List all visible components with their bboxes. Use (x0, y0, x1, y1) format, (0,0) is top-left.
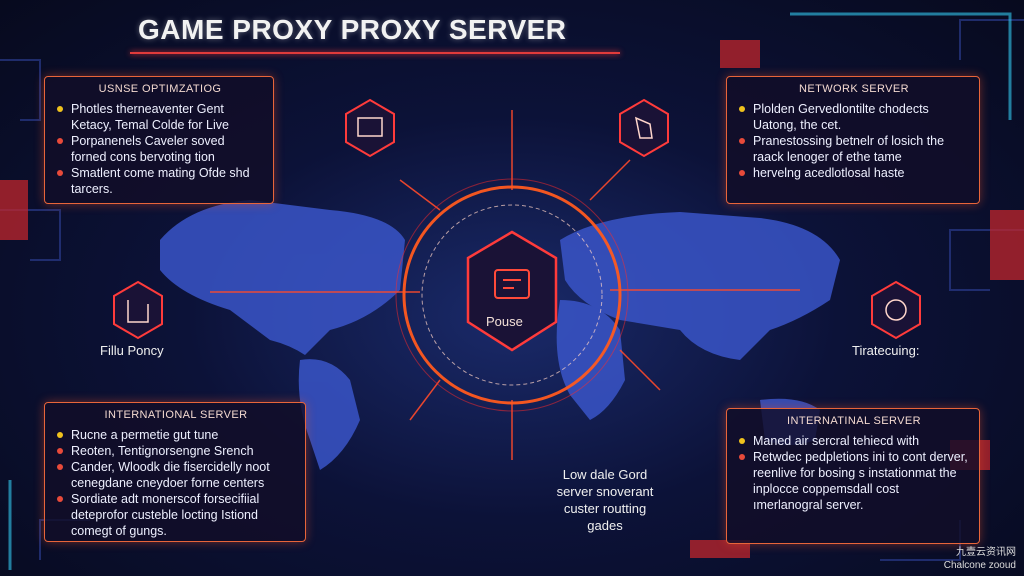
watermark-line: Chalcone zooud (943, 560, 1016, 571)
list-item: Cander, Wloodk die fisercidelly noot cen… (57, 459, 295, 491)
panel-title: INTERNATIONAL SERVER (104, 409, 248, 421)
right-label: Tiratecuing: (852, 343, 920, 358)
list-item: Porpanenels Caveler soved forned cons be… (57, 133, 263, 165)
note-line: custer routting (563, 501, 647, 516)
panel-usage-optimization: USNSE OPTIMZATIOG Photles therneaventer … (44, 76, 274, 204)
panel-network-server: NETWORK SERVER Plolden Gervedlontilte ch… (726, 76, 980, 204)
list-item: Reoten, Tentignorsengne Srench (57, 443, 295, 459)
panel-title: NETWORK SERVER (799, 83, 909, 95)
watermark: 九壹云资讯网 Chalcone zooud (944, 546, 1016, 572)
panel-international-server-right: INTERNATINAL SERVER Maned air sercral te… (726, 408, 980, 544)
panel-title: USNSE OPTIMZATIOG (98, 83, 222, 95)
watermark-line: 九壹云资讯网 (956, 547, 1016, 558)
center-label: Pouse (486, 314, 523, 329)
list-item: Pranestossing betnelr of losich the raac… (739, 133, 969, 165)
bottom-note: Low dale Gord server snoverant custer ro… (540, 466, 670, 534)
page-title: GAME PROXY PROXY SERVER (138, 14, 567, 45)
title-underline (130, 52, 620, 54)
list-item: Smatlent come mating Ofde shd tarcers. (57, 165, 263, 197)
note-line: gades (587, 518, 623, 533)
note-line: server snoverant (556, 484, 654, 499)
panel-international-server-left: INTERNATIONAL SERVER Rucne a permetie gu… (44, 402, 306, 542)
list-item: Maned air sercral tehiecd with (739, 433, 969, 449)
list-item: hervelng acedlotlosal haste (739, 165, 969, 181)
list-item: Sordiate adt monerscof forsecifiial dete… (57, 491, 295, 539)
panel-title: INTERNATINAL SERVER (787, 415, 921, 427)
note-line: Low dale Gord (562, 467, 648, 482)
list-item: Retwdec pedpletions ini to cont derver, … (739, 449, 969, 513)
list-item: Plolden Gervedlontilte chodects Uatong, … (739, 101, 969, 133)
left-label: Fillu Poncy (100, 343, 164, 358)
list-item: Rucne a permetie gut tune (57, 427, 295, 443)
list-item: Photles therneaventer Gent Ketacy, Temal… (57, 101, 263, 133)
